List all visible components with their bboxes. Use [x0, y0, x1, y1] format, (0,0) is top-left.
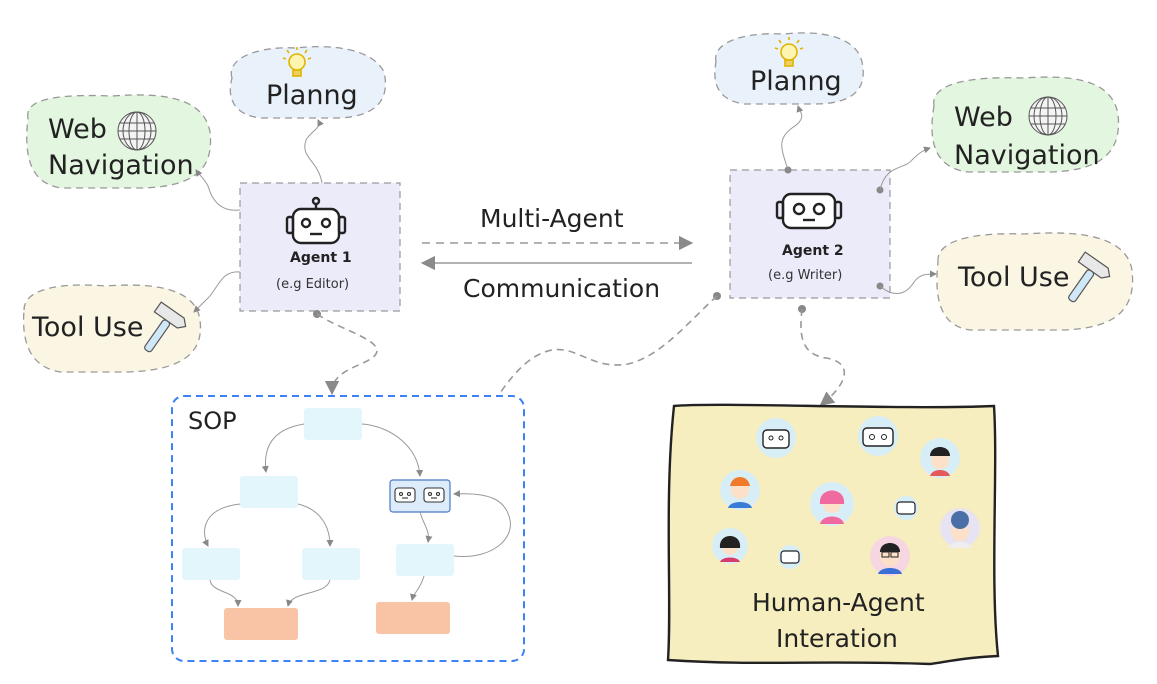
agent1-box	[239, 182, 401, 312]
web-cloud-right	[931, 76, 1120, 173]
web-label-right-line2: Navigation	[954, 140, 1100, 171]
sop-box	[171, 395, 525, 662]
sop-node	[304, 408, 362, 440]
sop-node	[240, 476, 298, 508]
sop-node	[396, 544, 454, 576]
hammer-icon	[1068, 251, 1111, 303]
globe-icon	[117, 111, 157, 151]
agent1-name: Agent 1	[290, 250, 352, 266]
comm-label-line1: Multi-Agent	[480, 204, 624, 233]
globe-icon	[1028, 96, 1068, 136]
agent2-box	[729, 169, 891, 299]
agent1-role: (e.g Editor)	[276, 277, 350, 292]
avatar-icon	[756, 418, 796, 458]
avatar-icon	[894, 496, 918, 520]
avatar-icon	[778, 545, 802, 569]
tool-label-right: Tool Use	[958, 262, 1070, 293]
avatar-icon	[810, 482, 854, 526]
agent2-name: Agent 2	[782, 243, 844, 259]
hai-label-line2: Interation	[776, 624, 898, 653]
human-agent-box	[666, 403, 1000, 666]
planning-label-right: Planng	[750, 66, 842, 97]
hammer-icon	[144, 301, 187, 353]
planning-label-left: Planng	[266, 80, 358, 111]
sop-title: SOP	[188, 407, 237, 435]
sop-terminal-node	[224, 608, 298, 640]
planning-cloud-right	[714, 32, 864, 105]
lightbulb-icon	[282, 47, 312, 77]
web-cloud-left	[26, 94, 212, 189]
robot-icon	[775, 192, 843, 230]
sop-node	[182, 548, 240, 580]
tool-label-left: Tool Use	[32, 312, 144, 343]
hai-label-line1: Human-Agent	[752, 588, 925, 617]
sop-terminal-node	[376, 602, 450, 634]
lightbulb-icon	[774, 37, 804, 67]
avatar-icon	[920, 438, 960, 478]
web-label-left-line1: Web	[48, 114, 107, 145]
avatar-icon	[940, 508, 980, 548]
robot-icon	[394, 487, 445, 503]
tool-cloud-left	[22, 284, 202, 373]
robot-icon	[285, 196, 347, 245]
planning-cloud-left	[229, 46, 387, 119]
web-label-right-line1: Web	[954, 102, 1013, 133]
sop-node	[302, 548, 360, 580]
avatar-icon	[858, 416, 898, 456]
avatar-icon	[720, 470, 760, 510]
web-label-left-line2: Navigation	[48, 150, 194, 181]
avatar-icon	[870, 536, 910, 576]
avatar-icon	[712, 528, 748, 564]
comm-label-line2: Communication	[463, 274, 661, 303]
agent2-role: (e.g Writer)	[768, 268, 843, 283]
